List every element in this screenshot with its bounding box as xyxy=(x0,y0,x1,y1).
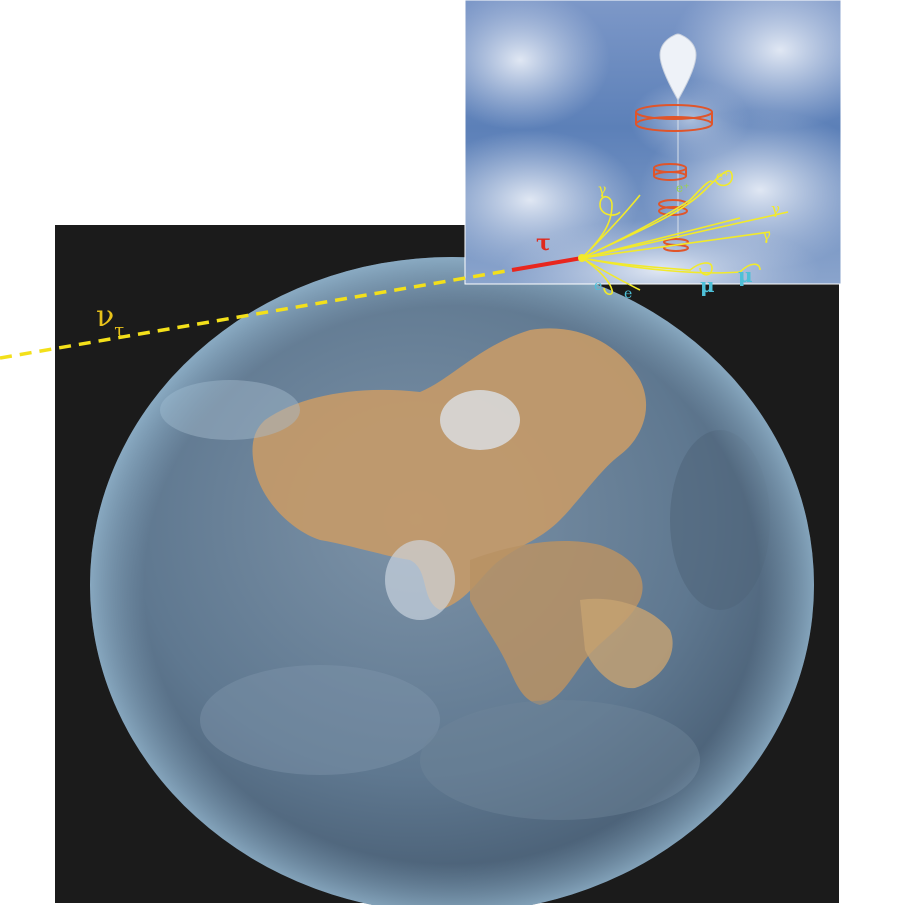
earth-image xyxy=(90,257,814,905)
gamma-label-2: γ xyxy=(762,226,771,244)
muon-label-1: μ xyxy=(700,273,715,297)
nu-tau-label: ντ xyxy=(96,299,124,341)
positron-label-1: e⁺ xyxy=(676,181,689,195)
positron-label-2: e⁺ xyxy=(716,169,729,183)
neutrino-track xyxy=(0,268,513,360)
tau-track xyxy=(511,256,583,272)
electron-label-1: e xyxy=(594,278,602,294)
tau-label: τ xyxy=(536,230,551,256)
detector-ring-icon xyxy=(635,104,713,252)
particle-shower xyxy=(578,170,789,296)
muon-label-2: μ xyxy=(738,263,753,287)
gamma-label-3: γ xyxy=(598,182,606,198)
gamma-label-1: γ xyxy=(771,200,780,218)
balloon-icon xyxy=(659,33,697,240)
sky-inset xyxy=(464,0,842,285)
electron-label-2: e xyxy=(624,286,632,302)
